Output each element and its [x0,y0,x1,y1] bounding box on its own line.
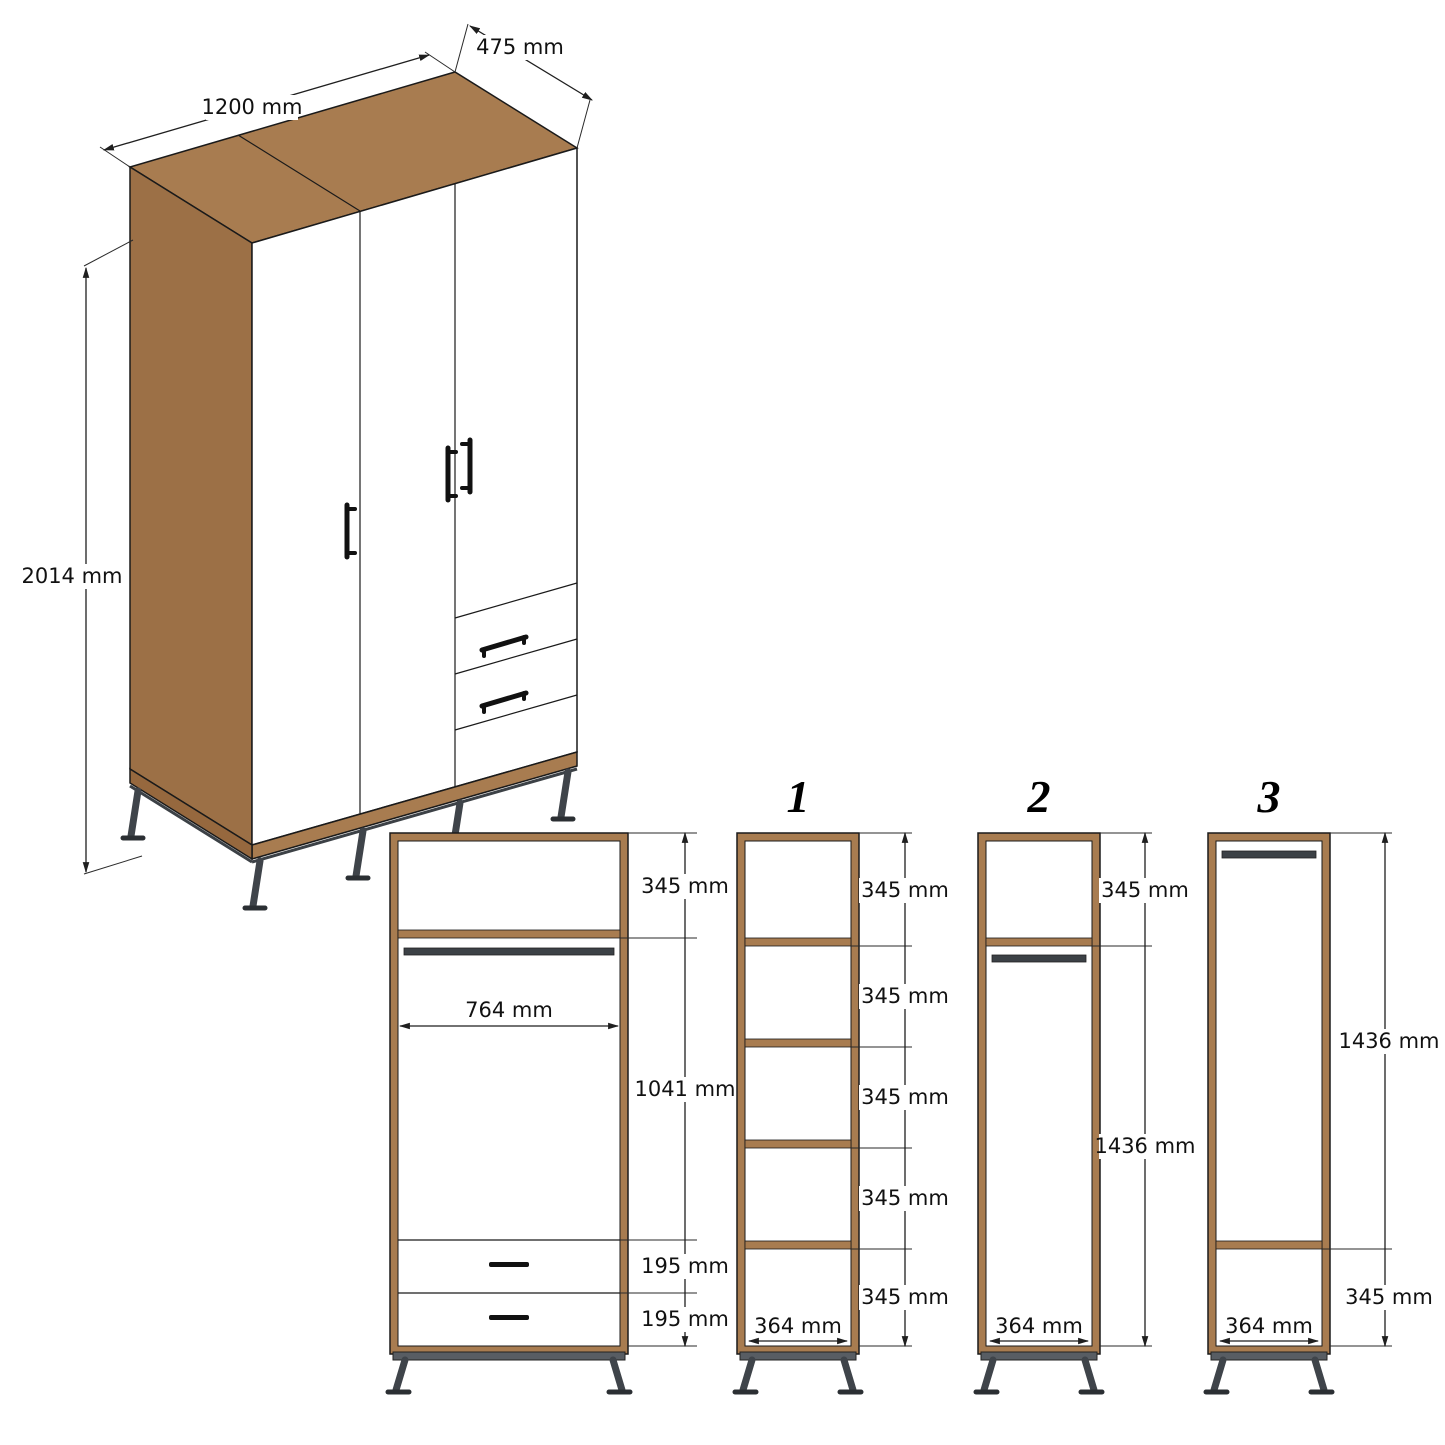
front-elevation-main: 764 mm 345 mm 1041 mm 195 mm 195 mm [385,831,736,1395]
col1-section-3-label: 345 mm [861,1085,949,1109]
col1-width-label: 364 mm [754,1314,842,1338]
col1-shelf-1 [744,937,852,947]
wardrobe-front-face [251,146,578,846]
iso-height-label: 2014 mm [21,564,122,588]
right-door-handle [460,437,473,495]
col3-legs [1203,1356,1335,1395]
col3-shelf [1215,1240,1323,1250]
main-drawer-bottom-label: 195 mm [641,1307,729,1331]
col2-width-dimension: 364 mm [988,1314,1090,1345]
col2-interior [985,840,1093,1347]
drawer-seam-top [454,582,578,619]
col1-interior [744,840,852,1347]
middle-door-handle [445,445,458,503]
drawer-handle-top [479,634,529,658]
main-shelf [397,929,621,939]
col2-legs [973,1356,1105,1395]
col3-interior [1215,840,1323,1347]
main-drawer-handle-top [489,1262,529,1267]
col2-shelf [985,937,1093,947]
drawer-seam-mid [454,638,578,675]
col3-dimension-chain: 1436 mm 345 mm [1322,831,1440,1348]
col2-hanging-rod [991,954,1087,963]
column-3-number: 3 [1257,771,1281,822]
iso-height-dimension: 2014 mm [21,239,143,875]
iso-legs [120,768,576,911]
col2-top-section-label: 345 mm [1101,878,1189,902]
main-rod-width-dimension: 764 mm [398,998,620,1030]
col1-base-rail [739,1351,857,1361]
main-legs [385,1356,633,1395]
column-option-1: 1 345 mm 345 mm 345 mm 345 mm [732,771,951,1395]
drawer-seam-bottom [454,694,578,731]
iso-depth-label: 475 mm [476,35,564,59]
iso-width-dimension: 1200 mm [99,51,456,168]
col3-width-dimension: 364 mm [1218,1314,1320,1345]
col1-width-dimension: 364 mm [747,1314,849,1345]
col2-dimension-chain: 345 mm 1436 mm [1092,831,1196,1348]
left-door-handle [344,502,357,560]
main-base-rail [392,1351,626,1361]
main-dimension-chain: 345 mm 1041 mm 195 mm 195 mm [620,831,736,1348]
base-rail-side [129,784,253,864]
base-rail-front [251,767,578,864]
main-top-section-label: 345 mm [641,874,729,898]
main-drawer-handle-bottom [489,1315,529,1320]
isometric-wardrobe-view: 1200 mm 475 mm 2014 mm [21,23,593,911]
plinth-side [129,767,253,861]
wardrobe-side-face [129,165,253,847]
col1-section-4-label: 345 mm [861,1186,949,1210]
col3-base-rail [1210,1351,1328,1361]
main-hanging-rod [403,947,615,956]
col3-hanging-rod [1221,850,1317,859]
column-option-2: 2 345 mm 1436 mm 364 mm [973,771,1196,1395]
column-2-number: 2 [1027,771,1051,822]
col1-shelf-2 [744,1038,852,1048]
col1-dimension-chain: 345 mm 345 mm 345 mm 345 mm 345 mm [851,831,951,1348]
main-hanging-label: 1041 mm [634,1077,735,1101]
col1-section-2-label: 345 mm [861,984,949,1008]
iso-width-label: 1200 mm [201,95,302,119]
drawer-handle-bottom [479,690,529,714]
main-drawer-top-label: 195 mm [641,1254,729,1278]
col1-shelf-3 [744,1139,852,1149]
col1-legs [732,1356,864,1395]
col1-section-1-label: 345 mm [861,878,949,902]
col3-hanging-label: 1436 mm [1338,1029,1439,1053]
col3-bottom-section-label: 345 mm [1345,1285,1433,1309]
column-option-3: 3 1436 mm 345 mm 364 mm [1203,771,1440,1395]
col3-width-label: 364 mm [1225,1314,1313,1338]
col2-base-rail [980,1351,1098,1361]
col1-shelf-4 [744,1240,852,1250]
col1-section-5-label: 345 mm [861,1285,949,1309]
main-interior [397,840,621,1347]
main-rod-width-label: 764 mm [465,998,553,1022]
col2-hanging-label: 1436 mm [1094,1134,1195,1158]
col2-width-label: 364 mm [995,1314,1083,1338]
iso-depth-dimension: 475 mm [454,23,593,149]
column-1-number: 1 [787,771,810,822]
